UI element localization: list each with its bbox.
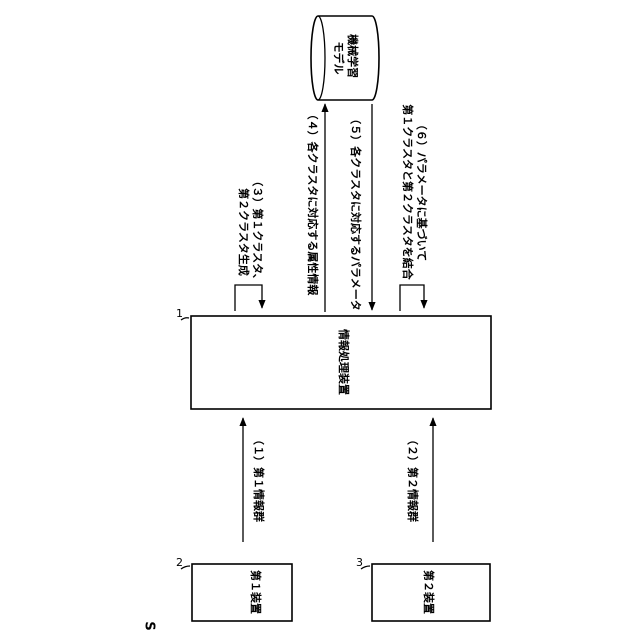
info-processing-device-ref: 1 — [176, 307, 183, 320]
step6-loop-arrow — [400, 285, 424, 311]
svg-text:（６）パラメータに基づいて 第１クラスタと第２ク: （６）パラメータに基づいて 第１クラスタと第２クラスタを結合 — [401, 104, 429, 281]
step1: （１）第１情報群 — [243, 418, 266, 542]
second-device-ref: 3 — [356, 556, 363, 569]
ml-model-database: 機械学習 モデル — [311, 16, 379, 100]
step5: （５）各クラスタに対応するパラメータ — [349, 104, 372, 311]
step3: （３）第１クラスタ、 第２クラスタ生成 — [235, 175, 265, 311]
first-device-label: 第１装置 — [249, 570, 263, 614]
ml-model-label-line2: モデル — [332, 42, 346, 75]
figure-label: S — [142, 621, 157, 630]
step2: （２）第２情報群 — [406, 418, 433, 542]
info-processing-device-label: 情報処理装置 — [337, 329, 351, 395]
step5-label: （５）各クラスタに対応するパラメータ — [349, 113, 363, 310]
svg-text:（３）第１クラスタ、 第２クラスタ生成: （３）第１クラスタ、 第２クラスタ生成 — [237, 175, 265, 288]
first-device-ref: 2 — [176, 556, 183, 569]
step6: （６）パラメータに基づいて 第１クラスタと第２クラスタを結合 — [400, 104, 429, 311]
step1-label: （１）第１情報群 — [252, 434, 266, 522]
step6-label-line2: 第１クラスタと第２クラスタを結合 — [401, 104, 415, 281]
first-device-box — [192, 564, 292, 621]
step6-label-line1: （６）パラメータに基づいて — [415, 119, 429, 261]
second-device-label: 第２装置 — [422, 570, 436, 614]
ml-model-label-line1: 機械学習 — [346, 34, 360, 78]
second-device: 第２装置 3 — [356, 556, 490, 621]
first-device: 第１装置 2 — [176, 556, 292, 621]
step4: （４）各クラスタに対応する属性情報 — [306, 104, 325, 312]
step3-label-line2: 第２クラスタ生成 — [237, 188, 251, 276]
info-processing-device: 情報処理装置 1 — [176, 307, 491, 409]
step2-label: （２）第２情報群 — [406, 434, 420, 522]
step4-label: （４）各クラスタに対応する属性情報 — [306, 109, 320, 297]
step3-label-line1: （３）第１クラスタ、 — [251, 175, 265, 284]
step3-loop-arrow — [235, 285, 262, 311]
